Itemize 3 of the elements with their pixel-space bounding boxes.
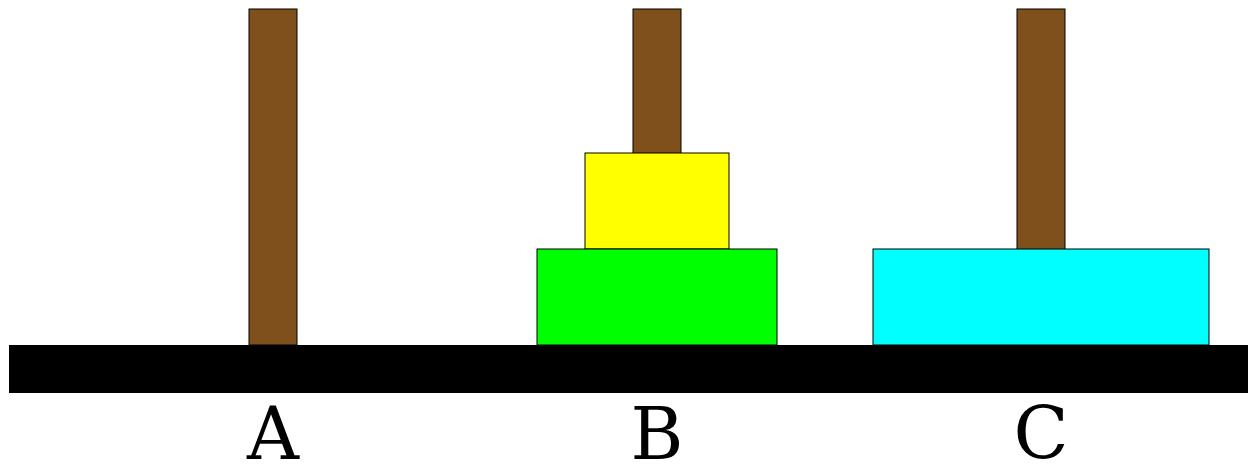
peg-label: C <box>1012 398 1070 470</box>
peg-label: A <box>245 398 301 470</box>
peg-label: B <box>629 398 685 470</box>
